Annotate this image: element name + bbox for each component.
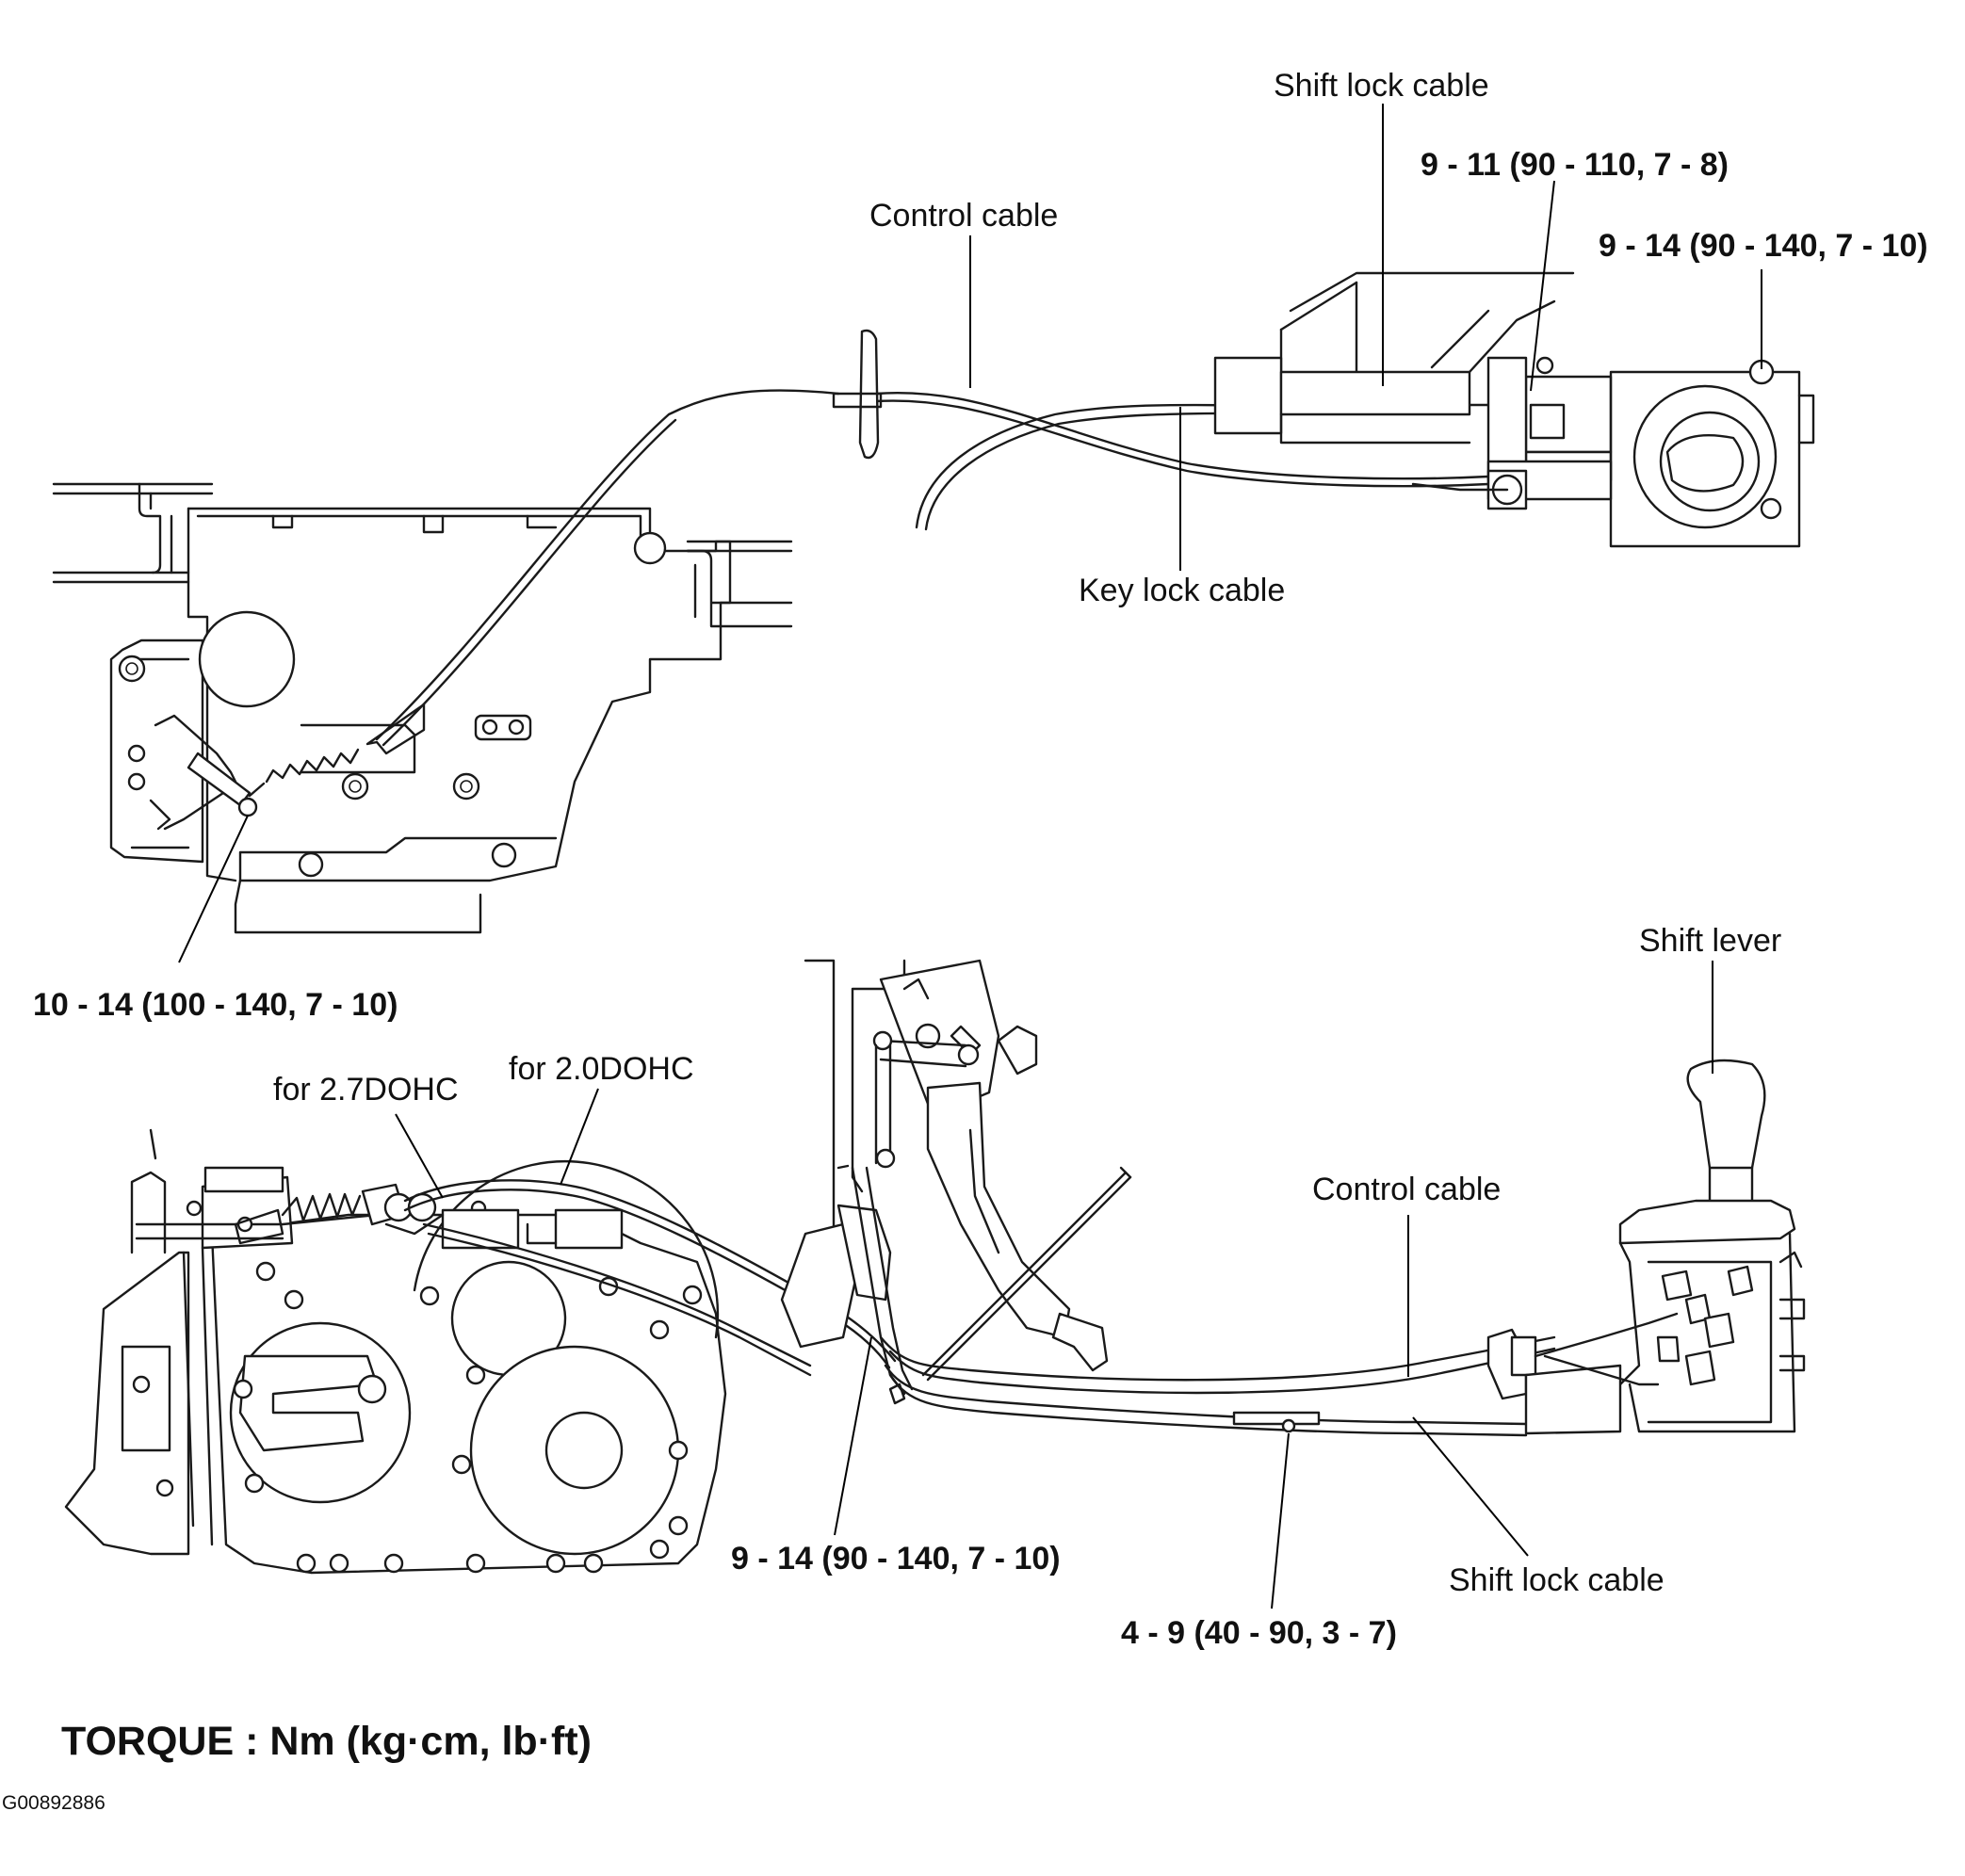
upper-control-cable xyxy=(375,329,1509,747)
label-torque-9-11: 9 - 11 (90 - 110, 7 - 8) xyxy=(1421,147,1729,183)
torque-units-legend: TORQUE : Nm (kg·cm, lb·ft) xyxy=(61,1719,592,1764)
lower-lever-spring xyxy=(234,1183,445,1245)
lower-transaxle-drawing xyxy=(64,1128,727,1575)
leader-lines xyxy=(178,104,1762,1609)
label-control-cable-top: Control cable xyxy=(869,198,1059,234)
label-shift-lock-cable-top: Shift lock cable xyxy=(1274,68,1489,104)
label-torque-10-14: 10 - 14 (100 - 140, 7 - 10) xyxy=(33,987,398,1023)
label-torque-9-14-bottom: 9 - 14 (90 - 140, 7 - 10) xyxy=(731,1541,1061,1577)
brake-pedal-assembly xyxy=(780,959,1132,1396)
upper-shifter-housing xyxy=(1213,271,1815,548)
upper-transaxle-drawing xyxy=(52,482,793,934)
label-torque-4-9: 4 - 9 (40 - 90, 3 - 7) xyxy=(1121,1615,1397,1651)
figure-code: G00892886 xyxy=(2,1792,106,1814)
lower-control-cable xyxy=(403,1179,1556,1437)
lower-shifter-assembly xyxy=(1486,1059,1806,1435)
label-for-2-0dohc: for 2.0DOHC xyxy=(509,1051,694,1087)
label-for-2-7dohc: for 2.7DOHC xyxy=(273,1072,459,1108)
label-key-lock-cable: Key lock cable xyxy=(1079,573,1286,608)
label-shift-lock-cable-bottom: Shift lock cable xyxy=(1449,1562,1665,1598)
label-torque-9-14-top-right: 9 - 14 (90 - 140, 7 - 10) xyxy=(1599,228,1928,264)
label-shift-lever: Shift lever xyxy=(1639,923,1782,959)
housing-bolts xyxy=(233,1261,703,1574)
label-control-cable-bottom: Control cable xyxy=(1312,1172,1502,1207)
